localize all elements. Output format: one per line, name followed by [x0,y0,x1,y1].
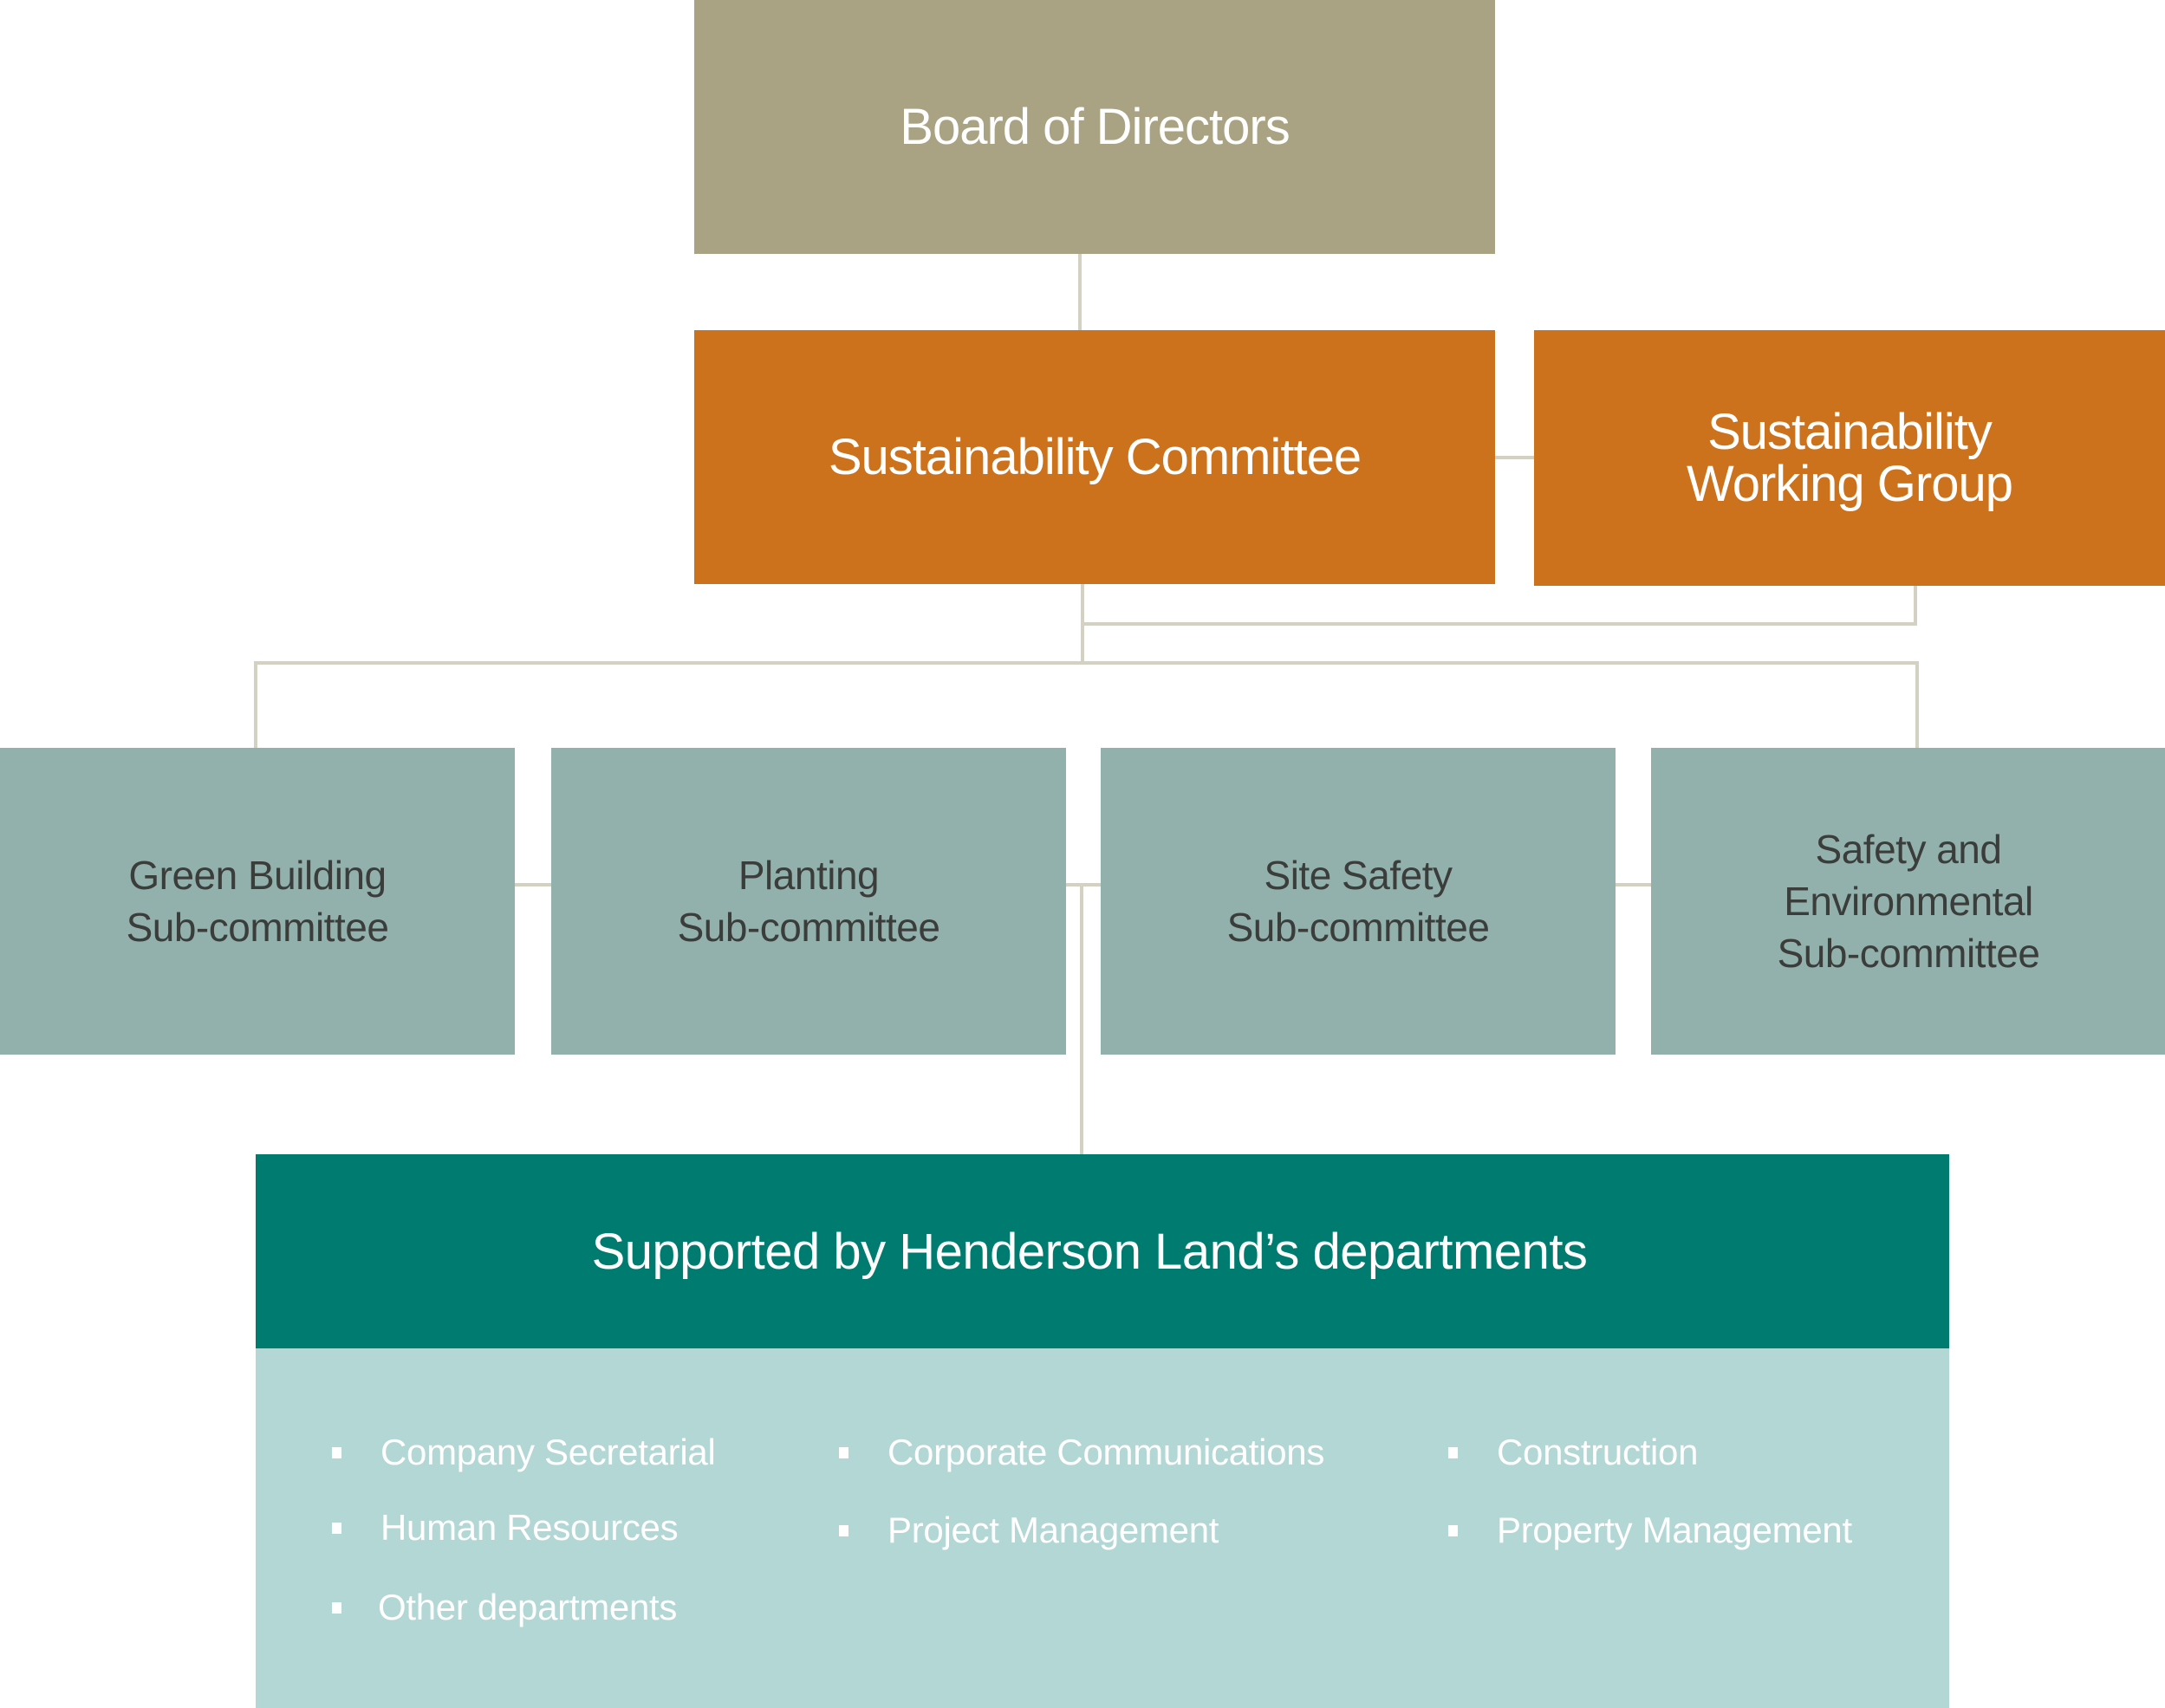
working-group-label: Sustainability Working Group [1687,403,2013,512]
subcommittee-label: Green Building Sub-committee [126,853,389,950]
department-item: Project Management [839,1510,1219,1551]
planting-subcommittee-box: Planting Sub-committee [551,748,1066,1055]
bullet-icon [332,1601,341,1614]
bullet-icon [839,1524,848,1536]
sustainability-working-group-box: Sustainability Working Group [1534,330,2165,586]
board-label: Board of Directors [900,99,1290,155]
department-label: Human Resources [380,1507,679,1548]
department-label: Company Secretarial [380,1432,716,1472]
department-label: Other departments [378,1587,678,1627]
subcommittee-label: Site Safety Sub-committee [1226,853,1490,950]
department-item: Corporate Communications [839,1432,1324,1473]
safety-environmental-subcommittee-box: Safety and Environmental Sub-committee [1651,748,2165,1055]
board-of-directors-box: Board of Directors [694,0,1495,254]
department-label: Project Management [887,1510,1219,1550]
subcommittee-label: Safety and Environmental Sub-committee [1777,827,2040,976]
department-item: Property Management [1448,1510,1852,1551]
bullet-icon [839,1446,848,1458]
committee-label: Sustainability Committee [828,428,1362,485]
bullet-icon [1448,1524,1458,1536]
connector-sub-bus [254,661,1919,748]
department-item: Company Secretarial [332,1432,716,1473]
bullet-icon [332,1446,341,1458]
departments-header: Supported by Henderson Land’s department… [256,1154,1949,1348]
department-item: Other departments [332,1587,677,1628]
green-building-subcommittee-box: Green Building Sub-committee [0,748,515,1055]
bullet-icon [332,1522,341,1534]
department-label: Corporate Communications [887,1432,1325,1472]
site-safety-subcommittee-box: Site Safety Sub-committee [1101,748,1616,1055]
department-item: Construction [1448,1432,1698,1473]
department-label: Construction [1497,1432,1699,1472]
departments-list: Company Secretarial Human Resources Othe… [256,1348,1949,1708]
bullet-icon [1448,1446,1458,1458]
connector-working-group-down [1081,584,1917,626]
department-label: Property Management [1497,1510,1852,1550]
departments-title: Supported by Henderson Land’s department… [591,1223,1588,1280]
sustainability-committee-box: Sustainability Committee [694,330,1495,584]
subcommittee-label: Planting Sub-committee [677,853,940,950]
department-item: Human Resources [332,1507,679,1549]
